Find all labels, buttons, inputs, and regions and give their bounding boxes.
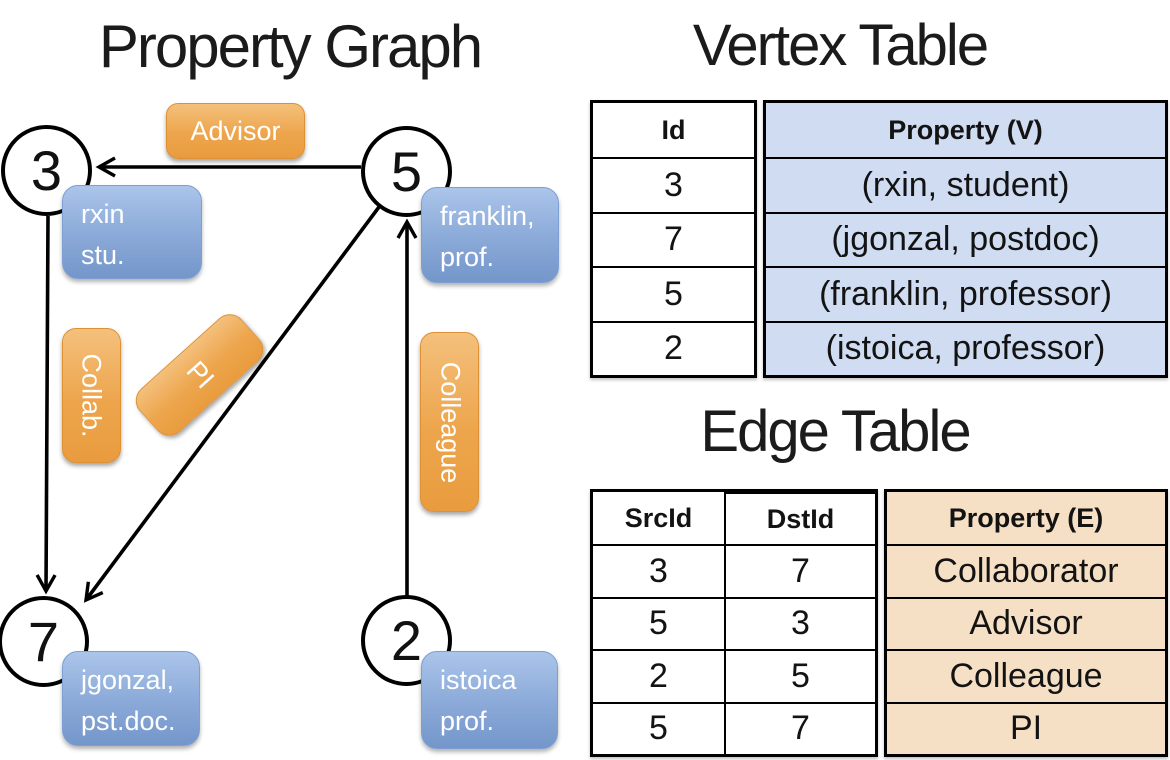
node-id: 7 <box>27 610 60 673</box>
vertex-table-cell-id: 3 <box>593 157 754 211</box>
vertex-table-cell-id: 7 <box>593 211 754 266</box>
edge-label-collab: Collab. <box>62 328 121 463</box>
vertex-property-box-5: franklin, prof. <box>421 187 559 283</box>
edge-table-cell-property: Collaborator <box>887 544 1165 596</box>
vertex-property-box-7: jgonzal, pst.doc. <box>62 651 200 746</box>
vertex-table-cell-property: (jgonzal, postdoc) <box>766 211 1165 266</box>
vertex-property-line: rxin <box>81 199 125 229</box>
vertex-property-line: pst.doc. <box>81 706 176 737</box>
edge-table-header-property: Property (E) <box>948 502 1104 533</box>
edge-table-cell-src: 2 <box>593 649 724 701</box>
vertex-table-cell-id: 2 <box>593 320 754 375</box>
edge-label-text: Collab. <box>77 353 108 438</box>
edge-label-advisor: Advisor <box>166 103 305 159</box>
edge-pi-arrow <box>83 205 381 603</box>
vertex-property-line: jgonzal, <box>81 665 175 695</box>
vertex-table-property-column: Property (V) (rxin, student) (jgonzal, p… <box>763 100 1168 378</box>
edge-table-property-column: Property (E) Collaborator Advisor Collea… <box>884 489 1168 757</box>
edge-table-cell-dst: 3 <box>724 596 875 650</box>
edge-table: SrcId DstId 3 7 5 3 2 5 5 7 Property (E)… <box>590 489 1168 757</box>
edge-collab-arrow <box>35 215 57 595</box>
vertex-property-line: stu. <box>81 240 125 271</box>
graph-node-2: 2 <box>361 595 452 686</box>
vertex-table-header-property: Property (V) <box>888 114 1043 145</box>
node-id: 3 <box>30 139 63 202</box>
vertex-table-id-column: Id 3 7 5 2 <box>590 100 757 378</box>
vertex-property-line: franklin, <box>440 201 535 231</box>
edge-table-cell-dst: 7 <box>724 544 875 597</box>
edge-table-header-dstid: DstId <box>724 492 875 545</box>
edge-label-colleague: Colleague <box>420 332 479 512</box>
edge-table-cell-src: 5 <box>593 596 724 649</box>
vertex-property-box-3: rxin stu. <box>62 185 202 279</box>
node-id: 2 <box>390 609 423 672</box>
vertex-table-cell-property: (franklin, professor) <box>766 266 1165 320</box>
edge-table-cell-src: 5 <box>593 701 724 754</box>
node-id: 5 <box>390 140 423 203</box>
edge-table-cell-dst: 7 <box>724 701 875 754</box>
vertex-property-line: prof. <box>440 242 495 273</box>
edge-table-cell-property: PI <box>887 701 1165 754</box>
vertex-table-cell-property: (rxin, student) <box>766 157 1165 211</box>
vertex-property-box-2: istoica prof. <box>421 651 558 749</box>
edge-table-title: Edge Table <box>700 399 971 464</box>
vertex-table-header-id: Id <box>661 114 686 145</box>
vertex-table-cell-id: 5 <box>593 266 754 320</box>
vertex-table-cell-property: (istoica, professor) <box>766 320 1165 375</box>
edge-table-cell-property: Colleague <box>887 649 1165 701</box>
edge-table-header-srcid: SrcId <box>624 502 693 533</box>
property-graph-title: Property Graph <box>98 13 483 80</box>
graph-edges-layer <box>35 156 418 603</box>
edge-table-cell-dst: 5 <box>724 649 875 702</box>
vertex-property-line: prof. <box>440 706 495 737</box>
vertex-table: Id 3 7 5 2 Property (V) (rxin, student) … <box>590 100 1168 378</box>
vertex-table-title: Vertex Table <box>692 13 989 78</box>
graph-node-5: 5 <box>361 126 452 217</box>
edge-table-src-dst-columns: SrcId DstId 3 7 5 3 2 5 5 7 <box>590 489 878 757</box>
edge-table-cell-src: 3 <box>593 544 724 596</box>
edge-label-text: Advisor <box>190 115 281 146</box>
edge-label-text: Colleague <box>435 361 465 483</box>
vertex-property-line: istoica <box>440 665 517 695</box>
edge-table-cell-property: Advisor <box>887 596 1165 649</box>
edge-label-text: PI <box>180 355 220 395</box>
